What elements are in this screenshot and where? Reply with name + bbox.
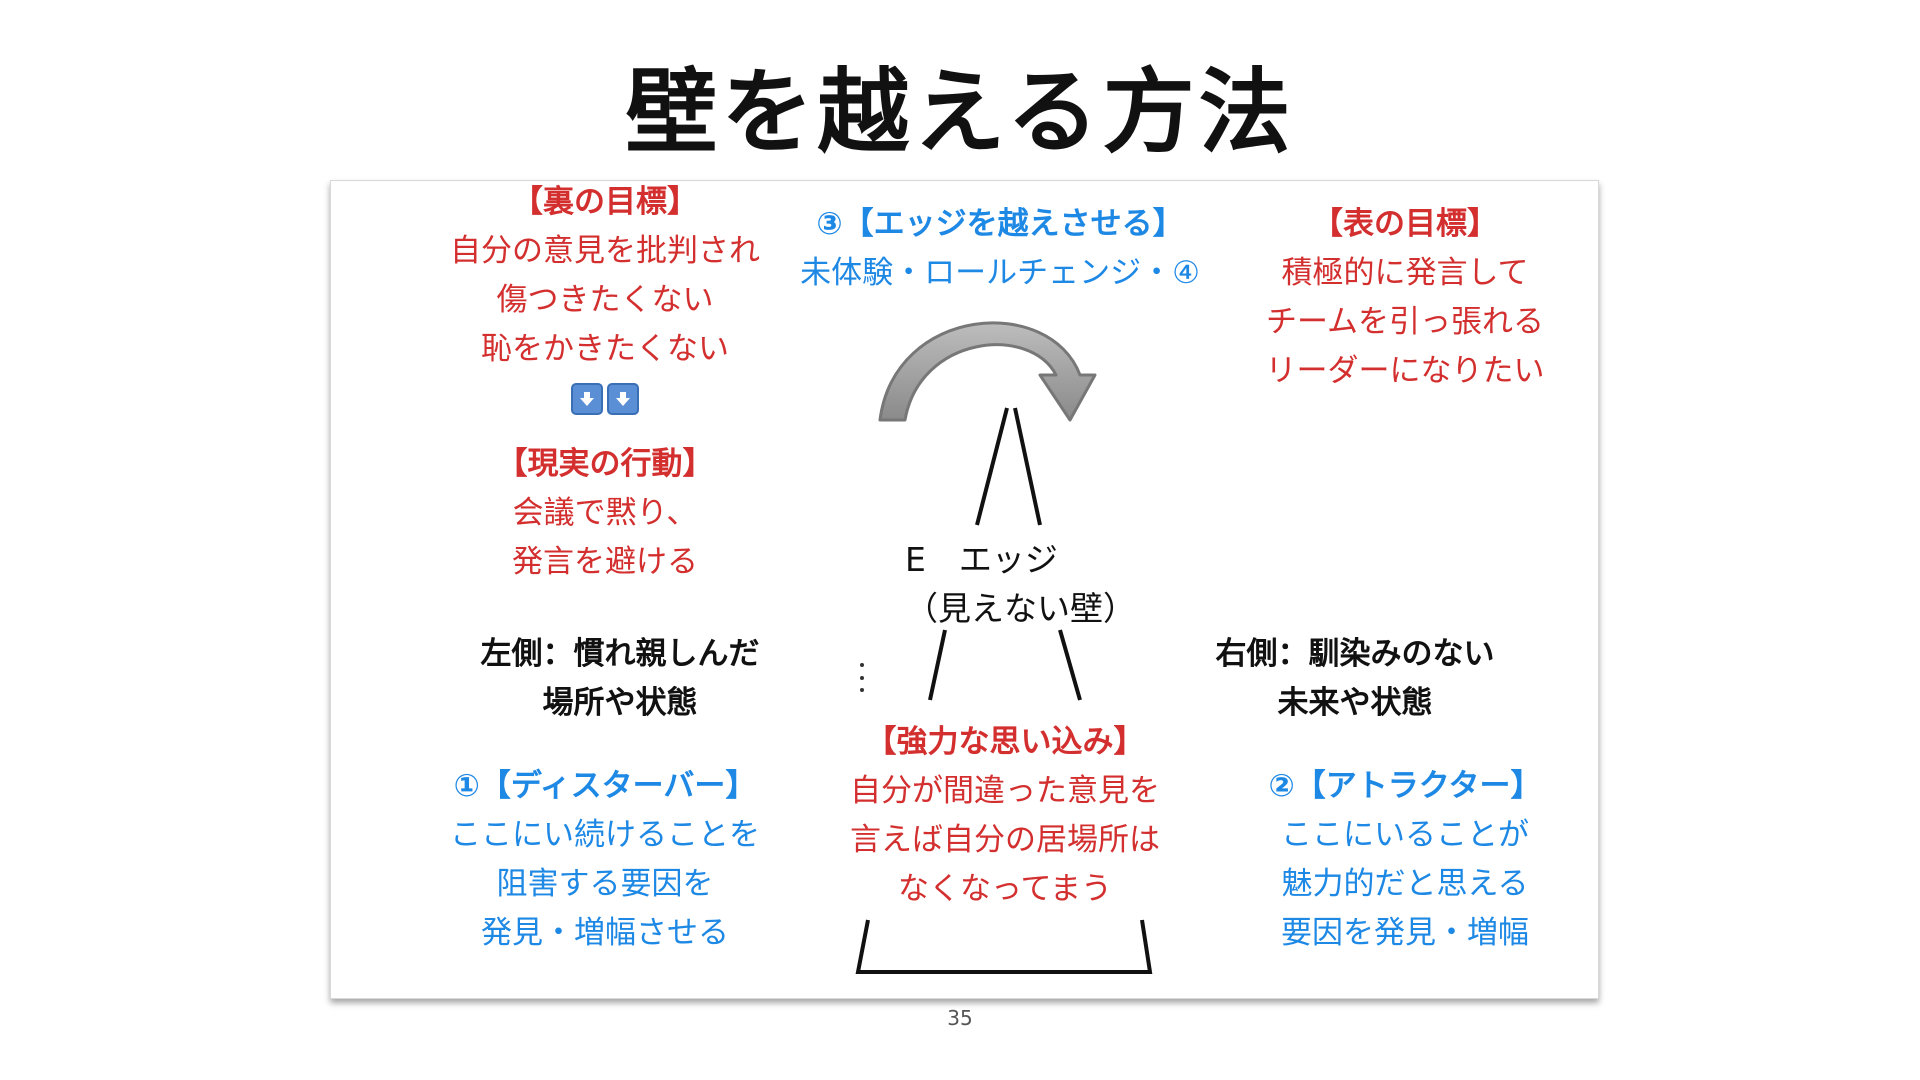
edge-mark: [860, 676, 864, 680]
cross-edge-line: 未体験・ロールチェンジ・④: [780, 249, 1220, 298]
attractor-line: ここにいることが: [1240, 811, 1570, 860]
disturber-heading: ①【ディスターバー】: [430, 762, 780, 811]
edge-peak-right: [1015, 408, 1040, 525]
attractor-heading: ②【アトラクター】: [1240, 762, 1570, 811]
edge-peak-left: [977, 408, 1007, 525]
edge-label: E エッジ: [905, 535, 1145, 584]
down-arrows: [430, 374, 780, 423]
left-side-block: 左側：慣れ親しんだ 場所や状態: [455, 630, 785, 728]
disturber-block: ①【ディスターバー】 ここにい続けることを 阻害する要因を 発見・増幅させる: [430, 762, 780, 958]
hidden-goal-heading: 【裏の目標】: [430, 178, 780, 227]
edge-mark: [860, 688, 864, 692]
strong-belief-line: 言えば自分の居場所は: [815, 816, 1195, 865]
strong-belief-block: 【強力な思い込み】 自分が間違った意見を 言えば自分の居場所は なくなってまう: [815, 718, 1195, 914]
actual-behavior-heading: 【現実の行動】: [430, 440, 780, 489]
attractor-line: 魅力的だと思える: [1240, 860, 1570, 909]
edge-mid-left: [930, 630, 945, 700]
left-side-line: 場所や状態: [455, 679, 785, 728]
strong-belief-line: なくなってまう: [815, 865, 1195, 914]
strong-belief-line: 自分が間違った意見を: [815, 767, 1195, 816]
cross-arrow-icon: [880, 323, 1095, 420]
left-side-line: 左側：慣れ親しんだ: [455, 630, 785, 679]
hidden-goal-line: 傷つきたくない: [430, 276, 780, 325]
down-arrow-icon: [607, 383, 639, 415]
surface-goal-heading: 【表の目標】: [1230, 200, 1580, 249]
disturber-line: 発見・増幅させる: [430, 909, 780, 958]
right-side-line: 未来や状態: [1190, 679, 1520, 728]
surface-goal-block: 【表の目標】 積極的に発言して チームを引っ張れる リーダーになりたい: [1230, 200, 1580, 396]
attractor-block: ②【アトラクター】 ここにいることが 魅力的だと思える 要因を発見・増幅: [1240, 762, 1570, 958]
page-number: 35: [0, 1006, 1920, 1030]
actual-behavior-line: 発言を避ける: [430, 538, 780, 587]
disturber-line: ここにい続けることを: [430, 811, 780, 860]
edge-base: [858, 920, 1150, 972]
hidden-goal-line: 自分の意見を批判され: [430, 227, 780, 276]
edge-mark: [860, 663, 864, 667]
cross-edge-heading: ③【エッジを越えさせる】: [780, 200, 1220, 249]
hidden-goal-block: 【裏の目標】 自分の意見を批判され 傷つきたくない 恥をかきたくない: [430, 178, 780, 423]
surface-goal-line: チームを引っ張れる: [1230, 298, 1580, 347]
strong-belief-heading: 【強力な思い込み】: [815, 718, 1195, 767]
right-side-line: 右側：馴染みのない: [1190, 630, 1520, 679]
actual-behavior-block: 【現実の行動】 会議で黙り、 発言を避ける: [430, 440, 780, 587]
attractor-line: 要因を発見・増幅: [1240, 909, 1570, 958]
surface-goal-line: リーダーになりたい: [1230, 347, 1580, 396]
edge-label-block: E エッジ （見えない壁）: [905, 535, 1145, 633]
surface-goal-line: 積極的に発言して: [1230, 249, 1580, 298]
edge-mid-right: [1060, 630, 1080, 700]
hidden-goal-line: 恥をかきたくない: [430, 325, 780, 374]
cross-edge-block: ③【エッジを越えさせる】 未体験・ロールチェンジ・④: [780, 200, 1220, 298]
down-arrow-icon: [571, 383, 603, 415]
edge-sublabel: （見えない壁）: [905, 584, 1145, 633]
right-side-block: 右側：馴染みのない 未来や状態: [1190, 630, 1520, 728]
actual-behavior-line: 会議で黙り、: [430, 489, 780, 538]
disturber-line: 阻害する要因を: [430, 860, 780, 909]
